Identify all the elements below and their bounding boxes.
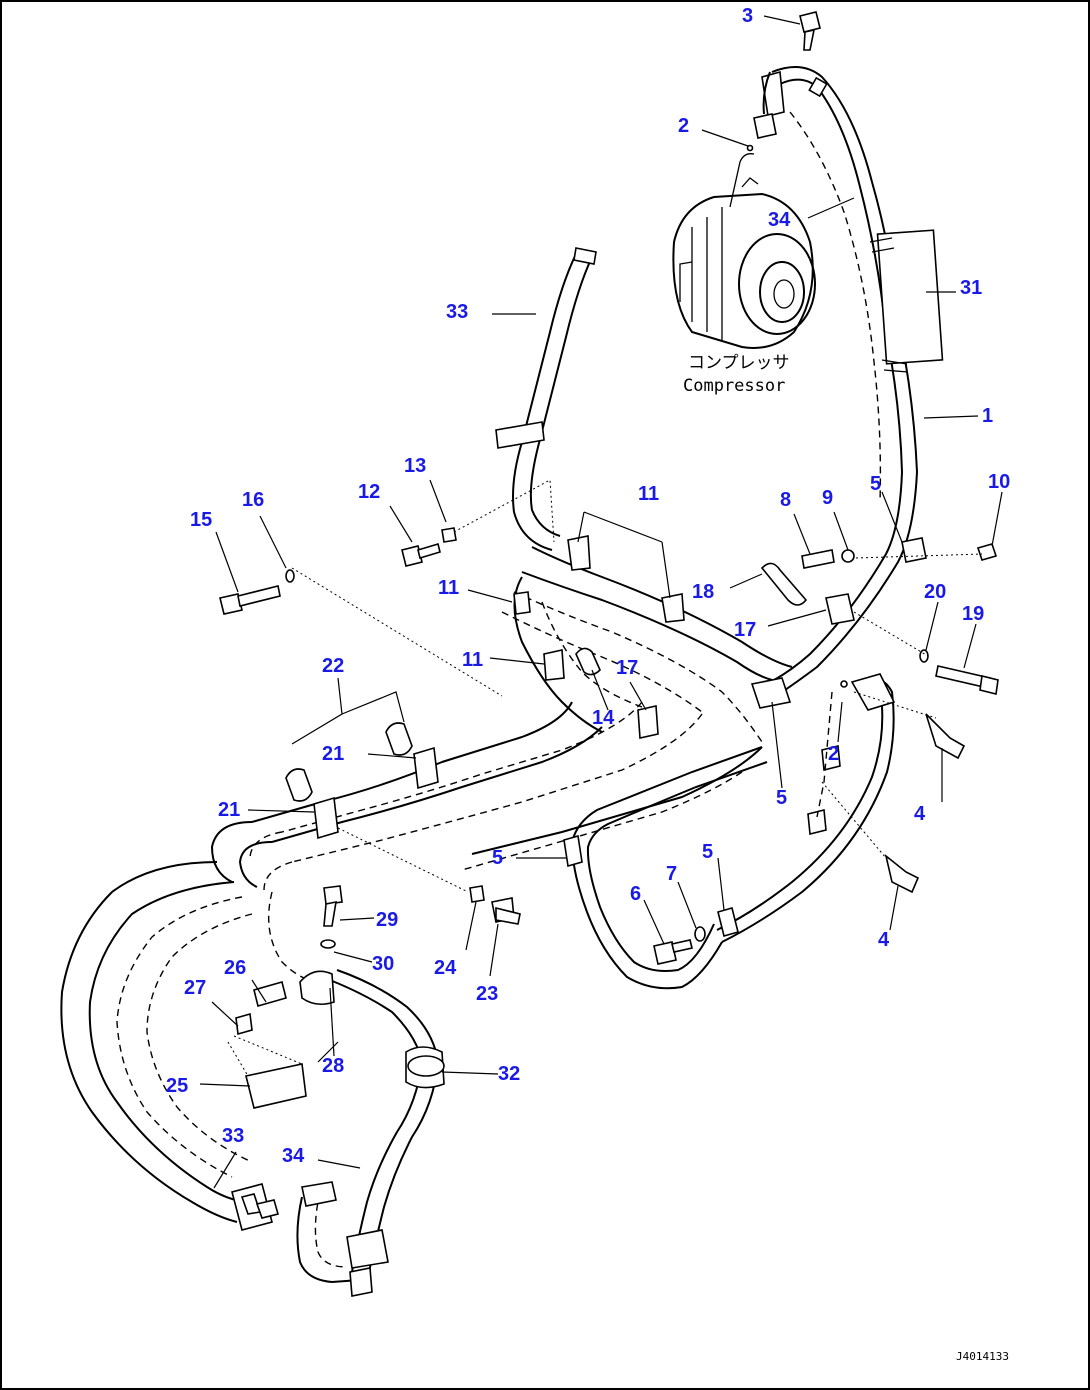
callout-15: 15 [190,509,212,531]
callout-16: 16 [242,489,264,511]
callout-3: 3 [742,5,753,27]
callout-6: 6 [630,883,641,905]
callout-11: 11 [462,649,483,671]
callout-20: 20 [924,581,946,603]
callout-29: 29 [376,909,398,931]
callout-19: 19 [962,603,984,625]
hose-1 [753,66,944,693]
callout-28: 28 [322,1055,344,1077]
callout-9: 9 [822,487,833,509]
hose-33-lower [60,861,279,1231]
callout-24: 24 [434,957,457,979]
callout-11: 11 [638,483,659,505]
callout-4: 4 [914,803,926,825]
callout-33: 33 [446,301,468,323]
callout-21: 21 [218,799,240,821]
callout-8: 8 [780,489,791,511]
callout-11: 11 [438,577,459,599]
callout-5: 5 [702,841,713,863]
callout-34: 34 [768,209,791,231]
callout-5: 5 [870,473,881,495]
compressor [672,153,816,349]
callout-2: 2 [828,743,839,765]
callout-10: 10 [988,471,1010,493]
callout-21: 21 [322,743,344,765]
callout-14: 14 [592,707,615,729]
callout-12: 12 [358,481,380,503]
callout-25: 25 [166,1075,188,1097]
callout-4: 4 [878,929,890,951]
callouts: 3 2 34 31 33 1 13 12 16 15 11 8 9 5 10 1… [166,5,1010,1167]
callout-34: 34 [282,1145,305,1167]
callout-18: 18 [692,581,714,603]
compressor-label-en: Compressor [683,376,785,396]
hose-34-lower [267,891,445,1297]
assembly-chain-lines [227,479,983,1077]
callout-26: 26 [224,957,246,979]
hose-right-lower [563,673,896,990]
fasteners [219,11,999,1109]
callout-32: 32 [498,1063,520,1085]
callout-13: 13 [404,455,426,477]
callout-27: 27 [184,977,206,999]
callout-17: 17 [616,657,638,679]
callout-7: 7 [666,863,677,885]
callout-5: 5 [776,787,787,809]
hose-33-upper [495,247,597,551]
callout-30: 30 [372,953,394,975]
callout-33: 33 [222,1125,244,1147]
callout-1: 1 [982,405,993,427]
callout-5: 5 [492,847,503,869]
callout-22: 22 [322,655,344,677]
callout-23: 23 [476,983,498,1005]
figure-id: J4014133 [956,1350,1009,1363]
callout-31: 31 [960,277,982,299]
callout-17: 17 [734,619,756,641]
callout-2: 2 [678,115,689,137]
compressor-label-jp: コンプレッサ [688,353,790,373]
leader-lines [199,15,1003,1189]
